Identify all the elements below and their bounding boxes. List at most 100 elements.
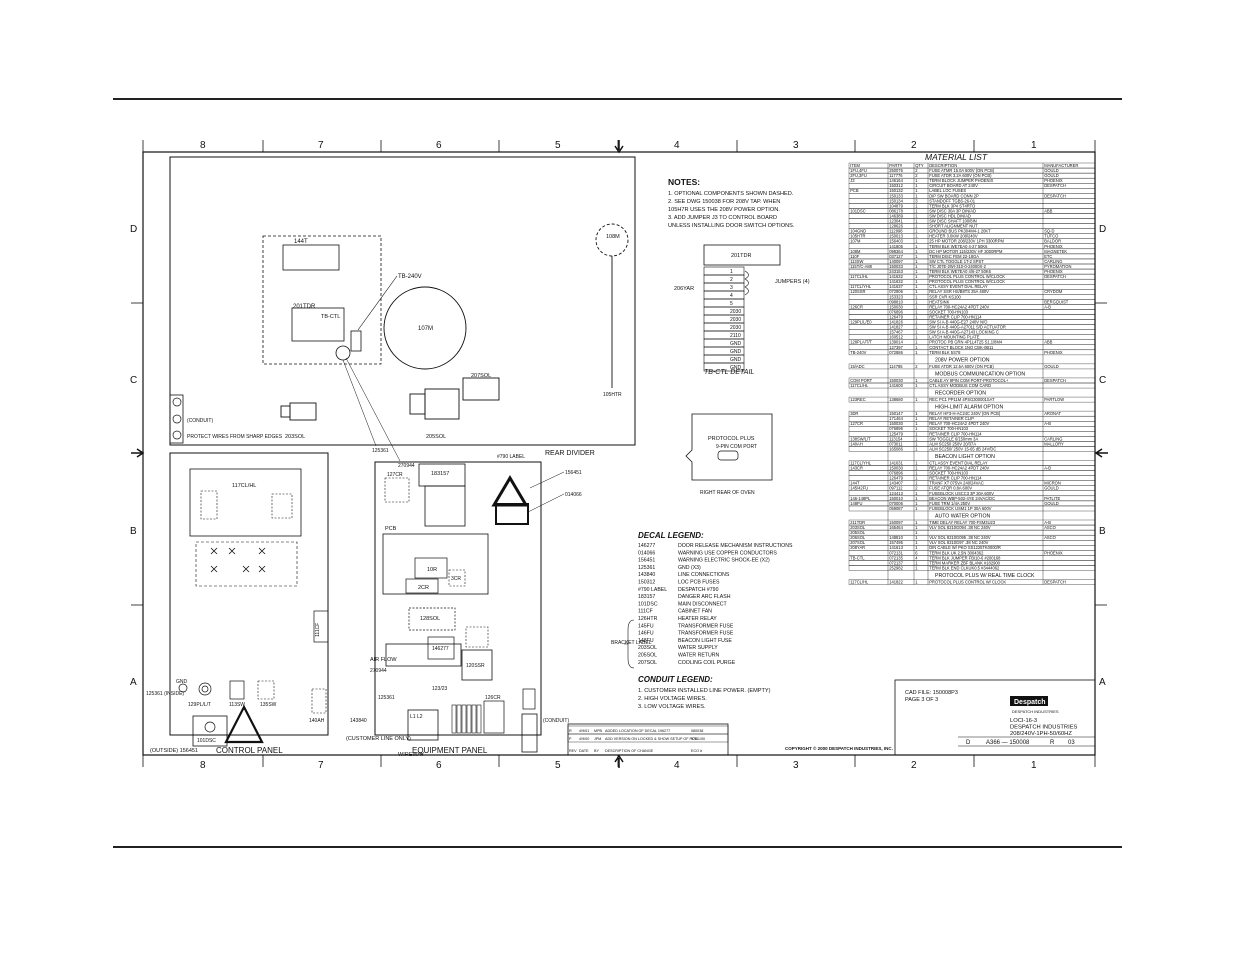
- material-cell: 117776: [889, 173, 903, 178]
- customer-line-label: (CUSTOMER LINE ONLY): [346, 736, 411, 742]
- revision-cell: P: [569, 737, 572, 741]
- lbl-113: 113SW: [229, 702, 245, 708]
- option-cell: FUSEBLOCK USM1 1P 30A 600V: [929, 506, 992, 511]
- option-cell: ASCO: [1044, 525, 1056, 530]
- option-cell: 150030: [889, 466, 903, 471]
- material-cell: FUSE ATMR 15.0A 600V (ON PCB): [929, 168, 995, 173]
- revision-cell: 080038: [691, 729, 703, 733]
- material-cell: 1FU,4FU: [850, 168, 867, 173]
- material-cell: 1: [915, 294, 918, 299]
- material-cell: 243153: [889, 269, 903, 274]
- material-cell: HEATSINK: [929, 299, 949, 304]
- option-cell: 1: [915, 530, 918, 535]
- material-cell: 150132: [889, 188, 903, 193]
- lbl-127cr: 127CR: [387, 472, 403, 478]
- conduit-2: [172, 414, 182, 424]
- column-number-bottom: 5: [555, 760, 561, 771]
- material-cell: BERGQUIST: [1044, 299, 1069, 304]
- option-cell: CTL ASSY EVENT DIAL RELAY: [929, 460, 988, 465]
- tbctl-label: TB-CTL: [321, 314, 340, 320]
- option-cell: 141600: [889, 383, 903, 388]
- conduit-legend-line: 3. LOW VOLTAGE WIRES.: [638, 704, 706, 710]
- decal-code: 183157: [638, 594, 655, 600]
- revision-column-header: DATE: [579, 749, 589, 753]
- row-letter-left: B: [130, 526, 137, 537]
- option-cell: GOULD: [1044, 501, 1059, 506]
- option-cell: PARTLOW: [1044, 397, 1064, 402]
- option-section-title: MODBUS COMMUNICATION OPTION: [935, 371, 1025, 377]
- option-cell: A-B: [1044, 520, 1051, 525]
- decal-description: LOC PCB FUSES: [678, 580, 720, 586]
- note-line: 2. SEE DWG 150038 FOR 208V TAP. WHEN: [668, 199, 780, 205]
- material-cell: 1: [915, 264, 918, 269]
- material-cell: 1: [915, 224, 918, 229]
- option-cell: 148810: [889, 535, 903, 540]
- option-cell: 126479: [889, 476, 903, 481]
- fan-108m: [595, 223, 629, 257]
- terminal-block-row: [385, 643, 462, 667]
- decal-code: 145FU: [638, 623, 654, 629]
- sol207-body: [462, 377, 500, 401]
- material-cell: 156403: [889, 239, 903, 244]
- option-row: [848, 505, 1096, 512]
- option-cell: 1: [915, 476, 918, 481]
- tb-detail-header: [703, 244, 781, 266]
- material-cell: 1: [915, 219, 918, 224]
- beacon-light-x: [210, 547, 218, 555]
- material-cell: TERM BLOCK JUMPER PHOENIX: [929, 178, 993, 183]
- option-cell: 059087: [889, 506, 903, 511]
- column-number-bottom: 7: [318, 760, 324, 771]
- material-cell: DESPATCH: [1044, 274, 1066, 279]
- option-cell: 072137: [889, 560, 903, 565]
- option-section-title: HIGH-LIMIT ALARM OPTION: [935, 405, 1003, 411]
- option-cell: 148FU: [850, 501, 862, 506]
- material-cell: BALDOR: [1044, 239, 1061, 244]
- tb-terminal-label: 2030: [730, 317, 741, 323]
- material-cell: GROUND BUS PK304M4-1 20KT: [929, 229, 991, 234]
- lbl-183157: 183157: [431, 471, 449, 477]
- column-number-top: 2: [911, 140, 917, 151]
- material-cell: 2: [915, 168, 918, 173]
- disconnect-101: [192, 715, 228, 747]
- xfmr-core: [282, 244, 340, 271]
- lbl-126: 126CR: [485, 695, 501, 701]
- material-cell: 117CL/YHL: [850, 284, 872, 289]
- beacon-light-x: [210, 565, 218, 573]
- option-cell: 138SW/L/T: [850, 436, 871, 441]
- tb240-block: [350, 330, 362, 352]
- material-cell: 072906: [889, 289, 903, 294]
- lbl-146277: 146277: [432, 646, 449, 652]
- equipment-panel: [374, 461, 542, 736]
- protocol-caption: RIGHT REAR OF OVEN: [700, 490, 755, 496]
- material-cell: T/C J07E-2WI-310-0-24000X-2: [929, 264, 986, 269]
- option-cell: 076896: [889, 426, 903, 431]
- fuse-holder: [451, 704, 457, 734]
- pushbutton-129-inner: [201, 685, 209, 693]
- revision-row: [567, 733, 729, 743]
- material-cell: 101DSC: [850, 208, 866, 213]
- decal-code: 101DSC: [638, 601, 658, 607]
- tb-terminal-label: GND: [730, 341, 742, 347]
- note-line: 1. OPTIONAL COMPONENTS SHOWN DASHED.: [668, 191, 794, 197]
- material-cell: 072886: [889, 350, 903, 355]
- option-cell: TERM BLK JUMPER FBI10-6 #200168: [929, 555, 1001, 560]
- center-arrow-left: [131, 448, 145, 458]
- material-cell: 150133: [889, 193, 903, 198]
- transformer-144t: [262, 235, 382, 365]
- option-cell: FUSEBLOCK USCC3 3P 30A 600V: [929, 491, 994, 496]
- material-cell: 1: [915, 259, 918, 264]
- tdr-201: [291, 307, 345, 342]
- sol203-body: [289, 402, 317, 421]
- decal-code: 146FU: [638, 631, 654, 637]
- material-cell: 1: [915, 279, 918, 284]
- conduit-box-b: [521, 713, 538, 753]
- option-cell: 252982: [889, 565, 903, 570]
- lbl-111: 111CF: [315, 623, 321, 637]
- gnd-label: GND: [176, 679, 188, 685]
- note-line: 105H7R USES THE 208V POWER OPTION.: [668, 207, 780, 213]
- decal-code: 143840: [638, 572, 655, 578]
- material-cell: 098810: [889, 299, 903, 304]
- heater-label: 105HTR: [603, 392, 622, 398]
- title-line: 208/240V-1PH-50/60HZ: [1010, 731, 1072, 737]
